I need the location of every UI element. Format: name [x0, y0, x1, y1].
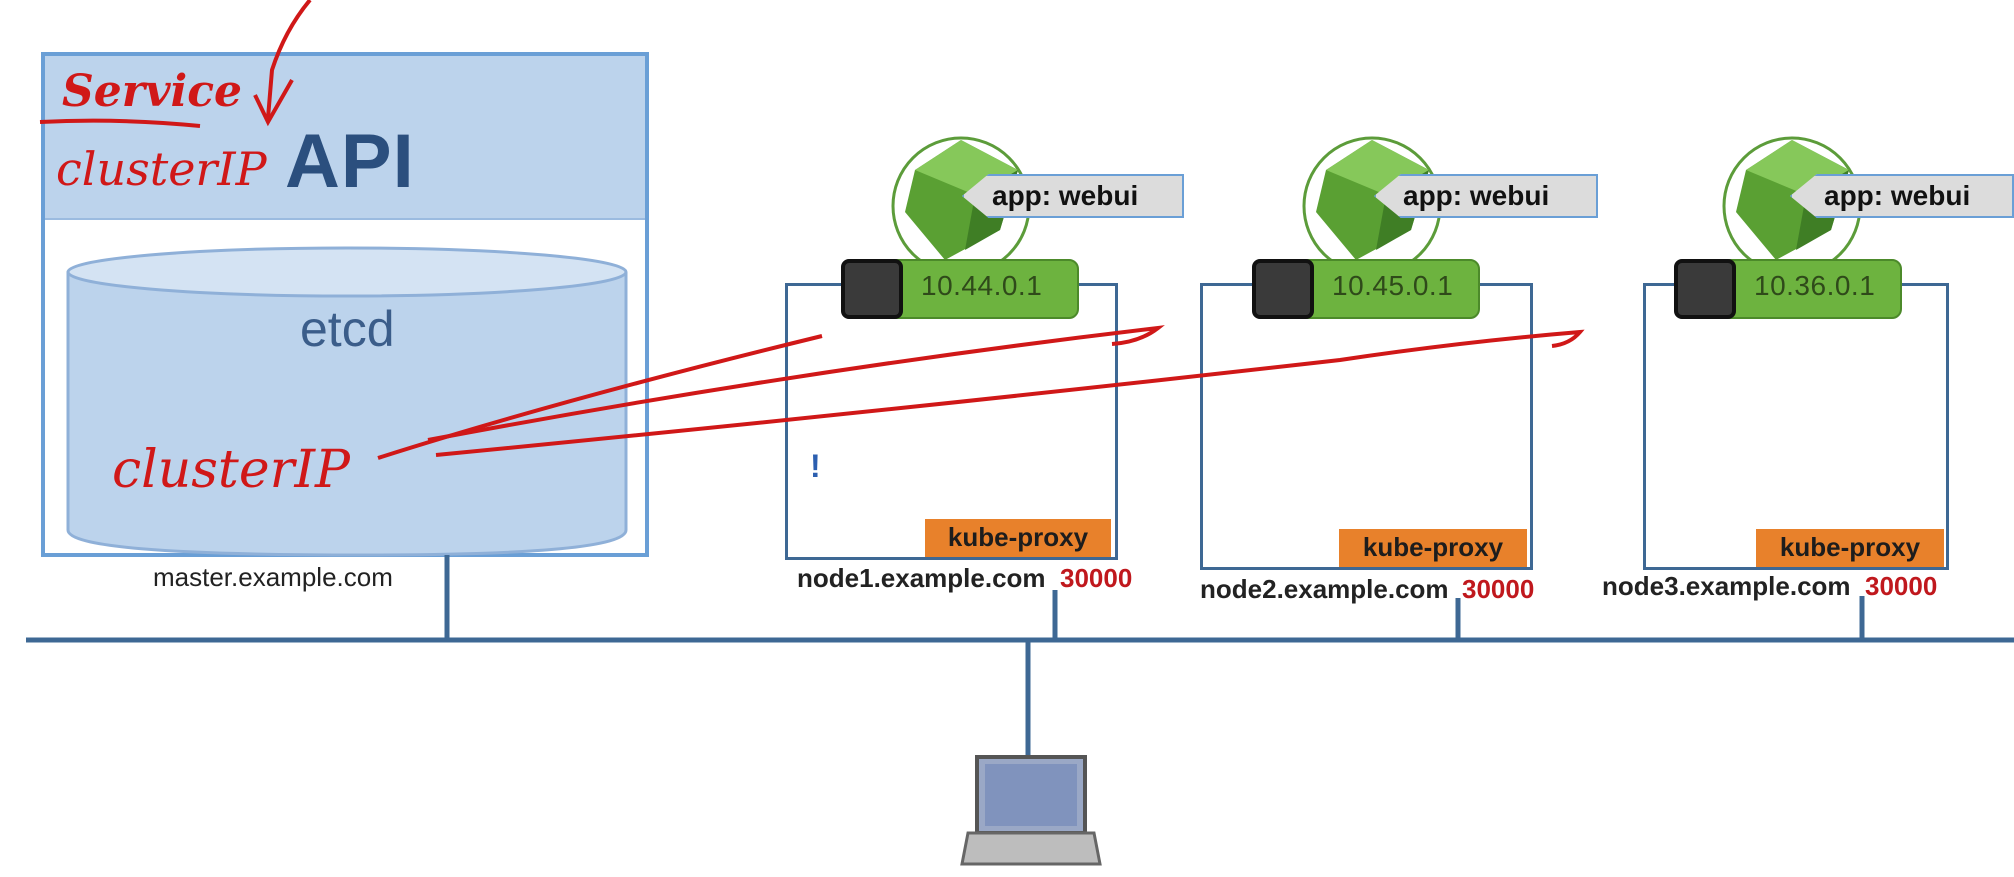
- cluster-ip-annotation-etcd: clusterIP: [112, 440, 350, 500]
- node1-pod-label: app: webui: [992, 180, 1139, 211]
- node2-pod-label-tag: [1374, 174, 1598, 218]
- node2-box: [1200, 283, 1533, 570]
- api-label: API: [285, 119, 415, 204]
- etcd-label: etcd: [300, 301, 395, 357]
- node2-hostname: node2.example.com: [1200, 574, 1449, 604]
- node2-port: 30000: [1462, 574, 1535, 604]
- ethernet-port-icon: [841, 259, 903, 319]
- node3-port: 30000: [1865, 571, 1938, 601]
- node1-port: 30000: [1060, 563, 1133, 593]
- node2-pod-ip: 10.45.0.1: [1332, 270, 1454, 301]
- node1-kube-proxy: kube-proxy: [925, 519, 1111, 557]
- node3-hostname: node3.example.com: [1602, 571, 1851, 601]
- node1-pod-label-tag: [962, 174, 1184, 218]
- node3-pod-label-tag: [1790, 174, 2014, 218]
- blue-mark: !: [810, 448, 821, 484]
- node2-kube-proxy: kube-proxy: [1339, 529, 1527, 567]
- service-annotation: Service: [62, 66, 243, 117]
- node3-pod-label: app: webui: [1824, 180, 1971, 211]
- master-hostname: master.example.com: [153, 562, 393, 592]
- node1-pod-ip: 10.44.0.1: [921, 270, 1043, 301]
- cluster-ip-annotation-top: clusterIP: [56, 142, 267, 196]
- laptop-icon: [960, 755, 1102, 866]
- api-server-band: [45, 56, 645, 220]
- node3-box: [1643, 283, 1949, 570]
- node1-hostname: node1.example.com: [797, 563, 1046, 593]
- node1-box: [785, 283, 1118, 560]
- node3-pod-ip: 10.36.0.1: [1754, 270, 1876, 301]
- ethernet-port-icon: [1252, 259, 1314, 319]
- node2-pod-label: app: webui: [1403, 180, 1550, 211]
- ethernet-port-icon: [1674, 259, 1736, 319]
- node3-kube-proxy: kube-proxy: [1756, 529, 1944, 567]
